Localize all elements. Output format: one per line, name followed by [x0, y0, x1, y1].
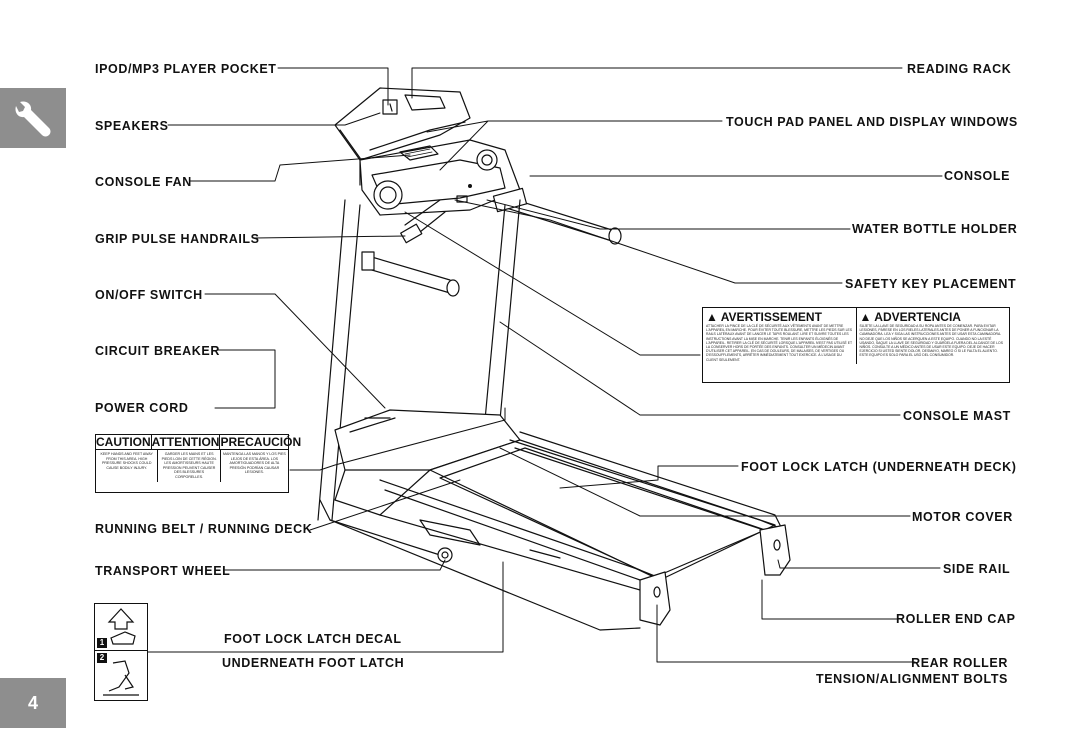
page-number-tab: 4 — [0, 678, 66, 728]
label-rear-roller-line1: REAR ROLLER — [911, 656, 1008, 670]
caution-heading-es: PRECAUCIÓN — [219, 435, 302, 449]
label-rear-roller-line2: TENSION/ALIGNMENT BOLTS — [815, 672, 1008, 686]
label-transport-wheel: TRANSPORT WHEEL — [95, 564, 231, 578]
wrench-tab — [0, 88, 66, 148]
page-number: 4 — [27, 693, 38, 713]
warning-text-es: SUJETE LA LLAVE DE SEGURIDAD A SU ROPA A… — [859, 324, 1003, 358]
warning-decal: ▲ AVERTISSEMENT ATTACHER LA PINCE DE LA … — [702, 307, 1010, 383]
label-foot-lock-decal: FOOT LOCK LATCH DECAL — [224, 632, 402, 646]
foot-decal-step-2: 2 — [95, 651, 147, 699]
label-motor-cover: MOTOR COVER — [912, 510, 1013, 524]
label-circuit-breaker: CIRCUIT BREAKER — [95, 344, 220, 358]
caution-decal: CAUTION ATTENTION PRECAUCIÓN KEEP HANDS … — [95, 434, 301, 493]
caution-heading-en: CAUTION — [96, 435, 151, 449]
caution-text-en: KEEP HANDS AND FEET AWAY FROM THIS AREA.… — [100, 452, 153, 470]
label-underneath-foot-latch: UNDERNEATH FOOT LATCH — [222, 656, 405, 670]
foot-lock-decal: 1 2 — [94, 603, 148, 701]
label-ipod-pocket: IPOD/MP3 PLAYER POCKET — [95, 62, 277, 76]
caution-heading-fr: ATTENTION — [150, 435, 220, 449]
label-foot-lock-latch: FOOT LOCK LATCH (UNDERNEATH DECK) — [741, 460, 1017, 474]
warning-fr: ▲ AVERTISSEMENT ATTACHER LA PINCE DE LA … — [703, 308, 856, 364]
label-power-cord: POWER CORD — [95, 401, 189, 415]
foot-press-icon — [103, 660, 139, 696]
leader-lines-right — [404, 67, 943, 663]
caution-text-es: MANTENGA LAS MANOS Y LOS PIES LEJOS DE E… — [219, 450, 288, 482]
label-water-bottle: WATER BOTTLE HOLDER — [852, 222, 1018, 236]
treadmill-illustration — [317, 87, 791, 631]
warning-triangle-icon: ▲ — [859, 310, 872, 324]
warning-heading-fr: AVERTISSEMENT — [720, 310, 822, 324]
caution-text-fr: GARDER LES MAINS ET LES PIEDS LOIN DE CE… — [157, 450, 219, 482]
warning-es: ▲ ADVERTENCIA SUJETE LA LLAVE DE SEGURID… — [855, 308, 1010, 364]
warning-text-fr: ATTACHER LA PINCE DE LA CLÉ DE SÉCURITÉ … — [706, 324, 853, 362]
label-roller-end-cap: ROLLER END CAP — [896, 612, 1016, 626]
label-safety-key: SAFETY KEY PLACEMENT — [845, 277, 1017, 291]
label-touch-pad: TOUCH PAD PANEL AND DISPLAY WINDOWS — [726, 115, 1018, 129]
label-console-fan: CONSOLE FAN — [95, 175, 192, 189]
foot-up-arrow-icon — [107, 608, 136, 645]
step-number: 2 — [97, 653, 107, 663]
warning-triangle-icon: ▲ — [706, 310, 718, 324]
label-console-mast: CONSOLE MAST — [903, 409, 1011, 423]
label-on-off-switch: ON/OFF SWITCH — [95, 288, 203, 302]
warning-heading-es: ADVERTENCIA — [874, 310, 961, 324]
label-reading-rack: READING RACK — [907, 62, 1012, 76]
step-number: 1 — [97, 638, 107, 648]
label-side-rail: SIDE RAIL — [943, 562, 1011, 576]
label-grip-pulse: GRIP PULSE HANDRAILS — [95, 232, 260, 246]
label-running-belt: RUNNING BELT / RUNNING DECK — [95, 522, 313, 536]
label-console: CONSOLE — [944, 169, 1011, 183]
foot-decal-step-1: 1 — [95, 604, 147, 651]
leader-lines-left — [147, 67, 506, 653]
label-rear-roller: REAR ROLLER TENSION/ALIGNMENT BOLTS — [816, 655, 1008, 687]
wrench-icon — [15, 101, 51, 137]
label-speakers: SPEAKERS — [95, 119, 169, 133]
